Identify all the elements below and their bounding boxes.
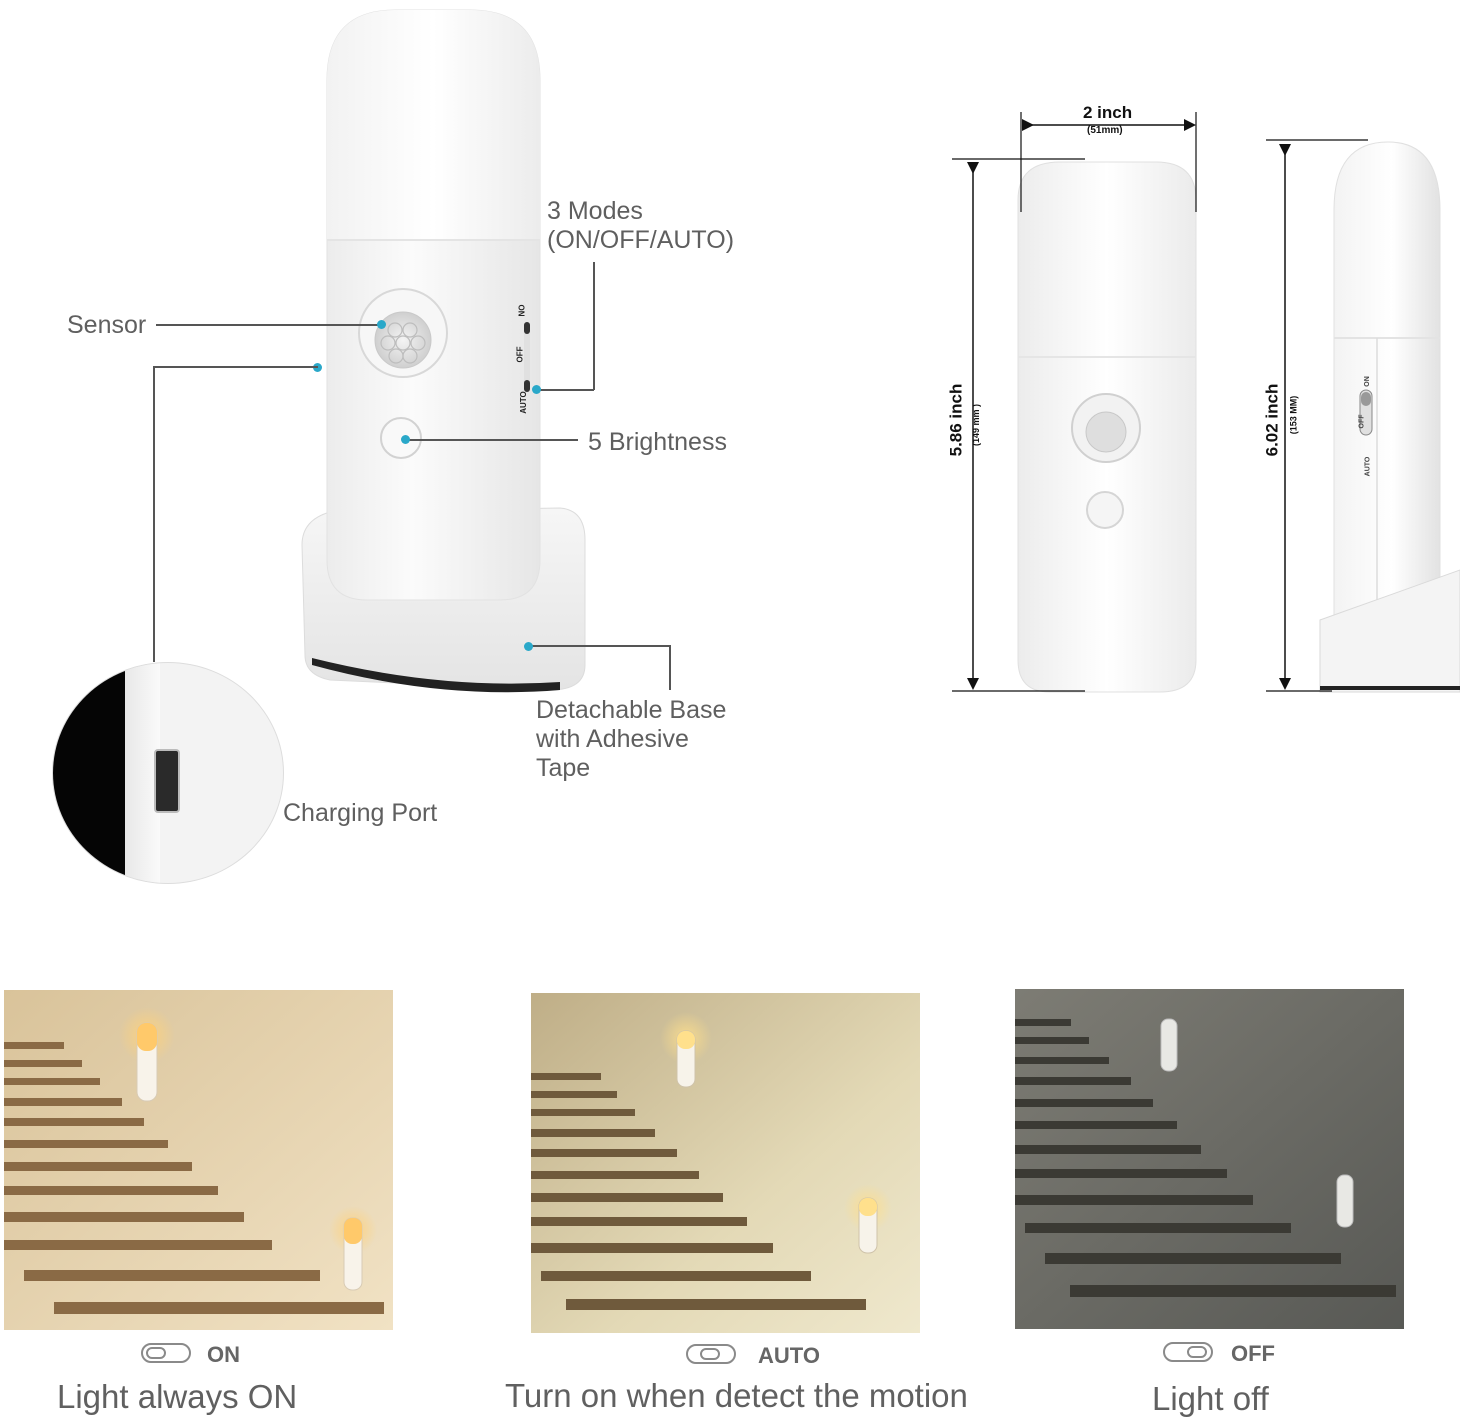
modes-callout-line2: (ON/OFF/AUTO) [547, 226, 735, 254]
base-callout-line2: with Adhesive [536, 725, 689, 753]
usb-port-icon [154, 749, 180, 813]
toggle-off-icon [1163, 1342, 1213, 1362]
charging-leader-h [153, 366, 318, 368]
toggle-auto-icon [686, 1344, 736, 1364]
staircase-off [1015, 989, 1404, 1329]
toggle-on-icon [141, 1343, 191, 1363]
toggle-on-knob [146, 1347, 166, 1359]
caption-auto: Turn on when detect the motion [505, 1377, 968, 1414]
base-dot [524, 642, 533, 651]
brightness-dot [401, 435, 410, 444]
base-callout: Detachable Base with Adhesive Tape [536, 696, 726, 783]
modes-leader-h [538, 389, 594, 391]
brightness-leader [408, 439, 578, 441]
night-light-device [301, 9, 586, 693]
mode-off-label: OFF [1231, 1341, 1275, 1366]
height-side-label: 6.02 inch [1262, 383, 1282, 457]
toggle-auto-knob [700, 1348, 720, 1360]
charging-dot [313, 363, 322, 372]
side-switch-off: OFF [1358, 414, 1366, 429]
scene-on [4, 990, 393, 1330]
toggle-off-knob [1187, 1346, 1207, 1358]
zoom-dark-edge [53, 663, 125, 883]
scene-off [1015, 989, 1404, 1329]
sensor-leader [156, 324, 382, 326]
base-callout-line1: Detachable Base [536, 696, 727, 724]
charging-callout: Charging Port [283, 799, 438, 827]
side-switch-on: ON [1363, 376, 1371, 387]
charging-port-zoom [52, 662, 284, 884]
staircase-auto [531, 993, 920, 1333]
scene-auto [531, 993, 920, 1333]
height-front-sublabel: (149 mm ) [971, 403, 982, 447]
modes-callout: 3 Modes (ON/OFF/AUTO) [547, 197, 734, 255]
caption-on: Light always ON [57, 1378, 298, 1415]
dimension-figures [952, 112, 1461, 693]
height-front-label: 5.86 inch [946, 383, 966, 457]
brightness-callout: 5 Brightness [588, 428, 727, 456]
device-switch-label-off: OFF [515, 346, 525, 363]
width-label: 2 inch [1083, 103, 1133, 122]
modes-leader-v [593, 262, 595, 390]
dimension-drawing [900, 90, 1461, 710]
staircase-on [4, 990, 393, 1330]
base-leader-h [530, 645, 670, 647]
product-illustration [0, 0, 800, 900]
device-switch-label-auto: AUTO [518, 391, 528, 414]
charging-leader-v [153, 366, 155, 662]
modes-dot [532, 385, 541, 394]
sensor-callout: Sensor [67, 311, 147, 339]
sensor-dot [377, 320, 386, 329]
width-sublabel: (51mm) [1087, 125, 1123, 136]
device-switch-label-on: ON [516, 304, 526, 317]
mode-on-label: ON [207, 1342, 240, 1367]
side-switch-auto: AUTO [1364, 456, 1372, 477]
caption-off: Light off [1152, 1380, 1269, 1417]
base-callout-line3: Tape [536, 754, 591, 782]
modes-callout-line1: 3 Modes [547, 197, 643, 225]
height-side-sublabel: (153 MM) [1288, 395, 1299, 435]
mode-auto-label: AUTO [758, 1343, 820, 1368]
base-leader-v [669, 645, 671, 690]
